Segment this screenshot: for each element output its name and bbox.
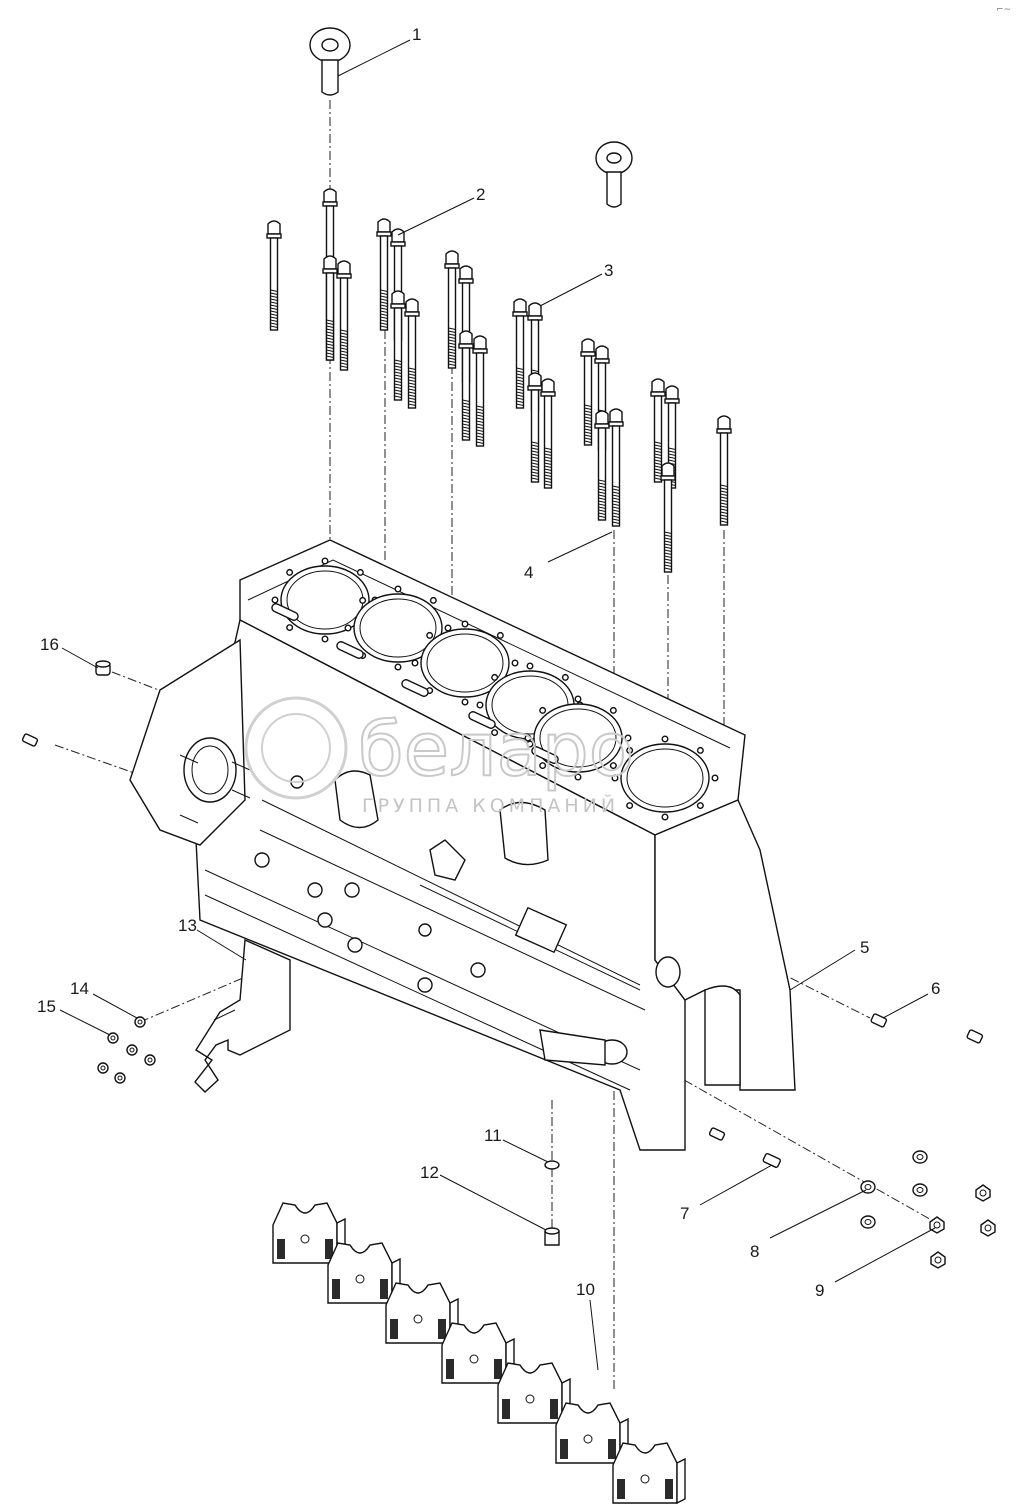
callout-7: 7: [680, 1204, 689, 1223]
cylinder-bores: [271, 557, 719, 821]
bearing-cap: [385, 1282, 459, 1345]
hex-nut: [980, 1219, 996, 1237]
pin-7a: [708, 1127, 726, 1141]
deck-slot: [271, 603, 299, 621]
main-bearing-caps: [272, 1202, 686, 1505]
bolt: [458, 330, 474, 441]
bolt: [716, 415, 732, 526]
washer: [912, 1183, 928, 1197]
pin-7: [762, 1152, 781, 1168]
bearing-cap: [555, 1402, 629, 1465]
corner-mark: ⌐~: [996, 5, 1011, 15]
dowel-pin-16: [95, 660, 111, 676]
cylinder-head-bolts: [266, 188, 732, 573]
bolt: [512, 298, 528, 409]
callout-11: 11: [484, 1126, 502, 1145]
cylinder-bore: [344, 585, 452, 671]
washers-8-nuts-9: [860, 1150, 996, 1269]
bolt: [444, 250, 460, 369]
callout-3: 3: [604, 261, 613, 280]
watermark: беларо ГРУППА КОМПАНИЙ: [244, 696, 635, 817]
bolt: [390, 290, 406, 401]
bolt: [336, 260, 352, 371]
hex-nut: [134, 1016, 146, 1028]
bolt: [266, 220, 282, 331]
callout-2: 2: [476, 185, 485, 204]
bearing-cap: [327, 1242, 401, 1305]
bearing-cap: [612, 1442, 686, 1505]
bolt: [322, 255, 338, 361]
watermark-subtitle: ГРУППА КОМПАНИЙ: [362, 794, 619, 817]
nuts-14-15: [97, 1016, 156, 1084]
seal-washer-11: [544, 1160, 560, 1170]
callout-4: 4: [524, 563, 533, 582]
callout-labels: 1 2 3 4 5 6 7 8 9 10 11 12 13 14 15 16: [37, 25, 940, 1300]
deck-slot: [401, 679, 429, 697]
hex-nut: [930, 1251, 946, 1269]
bolt: [376, 218, 392, 331]
deck-slot: [336, 641, 364, 659]
bolt: [580, 338, 596, 446]
callout-1: 1: [412, 25, 421, 44]
hex-nut: [929, 1216, 945, 1234]
lifting-eye-2: [595, 141, 633, 208]
washer: [860, 1215, 876, 1229]
callout-15: 15: [37, 997, 56, 1016]
bolt: [540, 378, 556, 489]
callout-13: 13: [178, 916, 197, 935]
hex-nut: [114, 1072, 126, 1084]
deck-slot: [531, 746, 559, 764]
callout-14: 14: [70, 979, 89, 998]
callout-5: 5: [860, 938, 869, 957]
bolt: [660, 462, 676, 573]
callout-16: 16: [40, 635, 59, 654]
cylinder-bore: [611, 735, 719, 821]
hex-nut: [107, 1032, 119, 1044]
bolt: [608, 408, 624, 527]
bolt: [527, 302, 543, 411]
watermark-brand: беларо: [358, 707, 634, 793]
callout-10: 10: [576, 1280, 595, 1299]
callout-12: 12: [420, 1163, 439, 1182]
hex-nut: [97, 1062, 109, 1074]
bracket-13: [194, 938, 291, 1093]
pin-right: [966, 1029, 984, 1044]
callout-6: 6: [931, 979, 940, 998]
washer: [860, 1180, 876, 1194]
plug-12: [544, 1227, 560, 1246]
leader-lines: [59, 39, 936, 1371]
callout-9: 9: [815, 1281, 824, 1300]
bolt: [527, 372, 543, 483]
dowel-pin-left: [21, 733, 39, 747]
deck-slot: [468, 711, 496, 729]
hex-nut: [975, 1184, 991, 1202]
hex-nut: [144, 1054, 156, 1066]
cylinder-bore: [411, 620, 519, 706]
callout-8: 8: [750, 1242, 759, 1261]
hex-nut: [126, 1044, 138, 1056]
lifting-eye-1: [309, 27, 351, 96]
bolt: [404, 298, 420, 409]
washer: [912, 1150, 928, 1164]
bearing-cap: [497, 1362, 571, 1425]
bolt: [594, 410, 610, 521]
bolt: [472, 335, 488, 447]
pin-6: [870, 1013, 888, 1028]
